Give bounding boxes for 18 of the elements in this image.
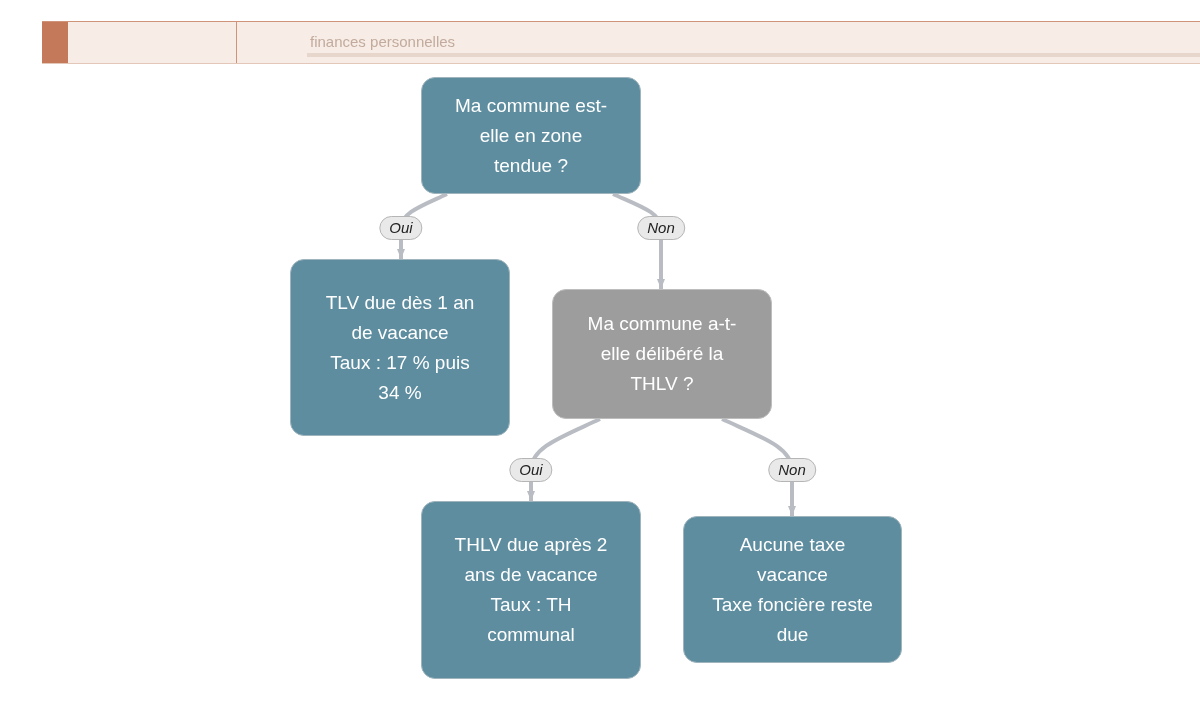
result-box xyxy=(683,516,902,663)
decision-box xyxy=(552,289,772,419)
edge-label: Non xyxy=(768,458,816,482)
edge-label: Non xyxy=(637,216,685,240)
result-box xyxy=(421,77,641,194)
node-text: Taxe foncière reste due xyxy=(712,592,873,647)
node-text: Aucune taxe vacance xyxy=(738,532,847,587)
result-box xyxy=(421,501,641,679)
node-text: THLV due après 2 ans de vacance xyxy=(453,533,609,587)
edge-label: Oui xyxy=(379,216,423,240)
node-text: Taux : 17 % puis 34 % xyxy=(329,350,471,405)
node-text: Ma commune est-elle en zone tendue ? xyxy=(453,93,608,178)
node-text: TLV due dès 1 an de vacance xyxy=(324,290,476,345)
node-text: Taux : TH communal xyxy=(486,593,576,647)
result-box xyxy=(290,259,510,436)
edge-label: Oui xyxy=(509,458,553,482)
node-text: Ma commune a-t-elle délibéré la THLV ? xyxy=(586,312,738,396)
tagline-text: finances personnelles xyxy=(310,33,456,51)
